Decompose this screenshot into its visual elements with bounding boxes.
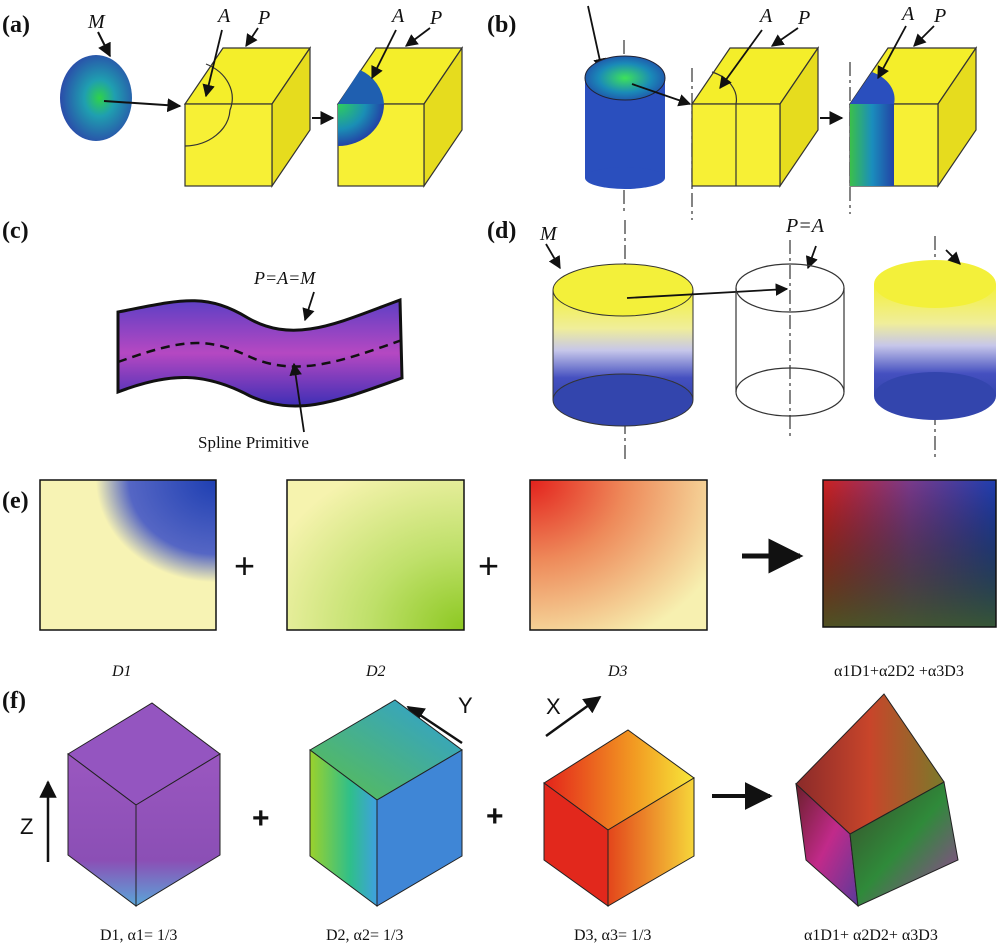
sphere-m [60, 55, 132, 141]
panel-e: (e) + + D1 D2 D3 α1D1+α2D2 +α3D3 [2, 479, 997, 680]
label-a-a1: A [216, 5, 231, 27]
box-mixed [795, 693, 959, 908]
spline-curve [117, 338, 403, 368]
arrow-pa [805, 245, 818, 270]
plus-f2: + [486, 800, 504, 833]
cylinder-d1 [552, 263, 694, 427]
plus-f1: + [252, 802, 270, 835]
caption-d1: D1 [111, 663, 132, 680]
label-pam: P=A=M [253, 268, 316, 288]
panel-b: (b) A P A P [487, 3, 978, 220]
arrow-d [626, 283, 789, 299]
spline-surface [116, 297, 404, 408]
cube-b2 [848, 46, 978, 188]
panel-f-label: (f) [2, 688, 26, 714]
cylinder-d2 [735, 263, 845, 417]
panel-c: (c) P=A=M Spline Primitive [2, 218, 404, 452]
y-axis-arrow [406, 705, 463, 745]
arrow-sphere-to-cube [103, 98, 182, 113]
label-m-d: M [539, 223, 558, 245]
cylinder-b [584, 55, 666, 189]
panel-b-label: (b) [487, 12, 516, 38]
arrow-b-top [587, 5, 606, 72]
arrow-pam [302, 291, 315, 322]
x-label: X [546, 694, 561, 719]
caption-d3: D3 [607, 663, 628, 680]
y-label: Y [458, 693, 473, 718]
panel-d-label: (d) [487, 218, 516, 244]
caption-sum-f: α1D1+ α2D2+ α3D3 [804, 927, 938, 944]
arrow-spline [289, 362, 305, 433]
label-pa: P=A [785, 215, 825, 237]
box-purple [67, 702, 221, 907]
z-label: Z [20, 814, 33, 839]
cube-b1 [690, 46, 820, 188]
cube-a2 [336, 46, 464, 188]
box-green [309, 699, 463, 907]
cylinder-d3 [874, 260, 996, 420]
box-red [543, 729, 695, 907]
panel-f: (f) Z + Y + X D1, α1= 1/3 D2 [2, 688, 959, 944]
field-d2 [286, 479, 465, 631]
arrow-a-a2 [371, 29, 397, 80]
arrow-cyl-to-cube [631, 83, 692, 107]
arrow-p-b1 [770, 27, 799, 47]
label-p-a1: P [257, 7, 270, 29]
caption-sum-e: α1D1+α2D2 +α3D3 [834, 663, 964, 680]
label-a-b1: A [758, 5, 773, 27]
label-p-b2: P [933, 5, 946, 27]
arrow-p-b2 [913, 25, 935, 47]
label-m: M [87, 11, 106, 33]
arrow-a-a1 [202, 29, 223, 98]
label-p-a2: P [429, 7, 442, 29]
label-a-b2: A [900, 3, 915, 25]
panel-c-label: (c) [2, 218, 29, 244]
field-d3 [529, 479, 708, 631]
caption-f1: D1, α1= 1/3 [100, 927, 177, 944]
caption-f3: D3, α3= 1/3 [574, 927, 651, 944]
arrow-p-a1 [245, 27, 259, 48]
plus-e2: + [478, 545, 499, 586]
label-a-a2: A [390, 5, 405, 27]
panel-a-label: (a) [2, 12, 30, 38]
x-axis-arrow [545, 695, 602, 738]
panel-a: (a) M A P A P [2, 5, 464, 188]
arrow-a-b1 [719, 29, 763, 90]
arrow-m [97, 31, 111, 58]
label-spline-primitive: Spline Primitive [198, 433, 309, 452]
cube-a1 [183, 46, 312, 188]
plus-e1: + [234, 545, 255, 586]
panel-e-label: (e) [2, 488, 29, 514]
label-p-b1: P [797, 7, 810, 29]
arrow-d3 [945, 249, 961, 265]
arrow-a-b2 [877, 25, 907, 80]
field-d1 [39, 479, 217, 631]
caption-f2: D2, α2= 1/3 [326, 927, 403, 944]
panel-d: (d) M P=A [487, 215, 996, 460]
arrow-m-d [545, 243, 561, 270]
caption-d2: D2 [365, 663, 386, 680]
arrow-p-a2 [404, 27, 431, 47]
field-sum [822, 479, 997, 628]
